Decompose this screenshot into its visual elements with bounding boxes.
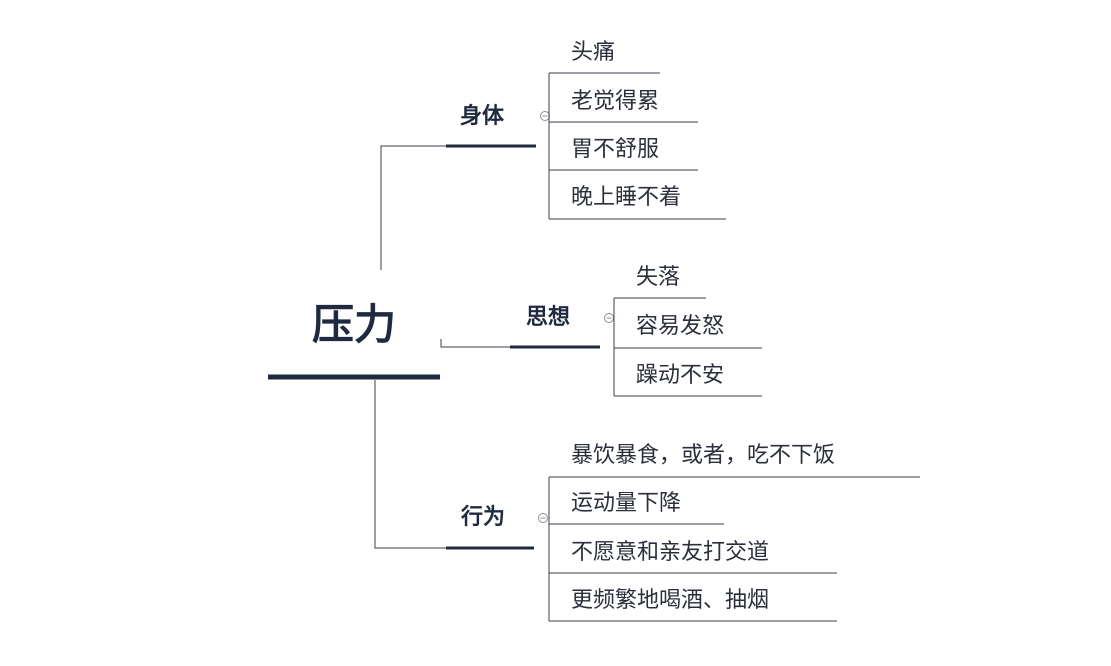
leaf-topic[interactable]: 老觉得累 xyxy=(571,89,660,114)
branch-topic-behavior[interactable]: 行为 xyxy=(461,505,506,530)
branch-topic-mind[interactable]: 思想 xyxy=(526,305,571,330)
leaf-topic[interactable]: 躁动不安 xyxy=(636,363,725,388)
collapse-toggle-body[interactable] xyxy=(540,111,550,121)
leaf-topic[interactable]: 不愿意和亲友打交道 xyxy=(571,540,770,565)
collapse-toggle-mind[interactable] xyxy=(604,313,614,323)
connector-root-behavior xyxy=(374,380,446,549)
leaf-topic[interactable]: 运动量下降 xyxy=(571,491,682,516)
leaf-topic[interactable]: 暴饮暴食，或者，吃不下饭 xyxy=(571,443,836,468)
leaf-topic[interactable]: 胃不舒服 xyxy=(571,137,660,162)
leaf-topic[interactable]: 容易发怒 xyxy=(636,314,725,339)
connector-root-mind xyxy=(440,339,512,348)
leaf-topic[interactable]: 头痛 xyxy=(571,40,616,65)
connector-root-body xyxy=(380,145,446,270)
root-topic[interactable]: 压力 xyxy=(311,300,396,349)
leaf-topic[interactable]: 晚上睡不着 xyxy=(571,185,682,210)
leaf-topic[interactable]: 失落 xyxy=(636,265,681,290)
collapse-toggle-behavior[interactable] xyxy=(538,513,548,523)
branch-topic-body[interactable]: 身体 xyxy=(460,104,505,129)
leaf-topic[interactable]: 更频繁地喝酒、抽烟 xyxy=(571,588,770,613)
